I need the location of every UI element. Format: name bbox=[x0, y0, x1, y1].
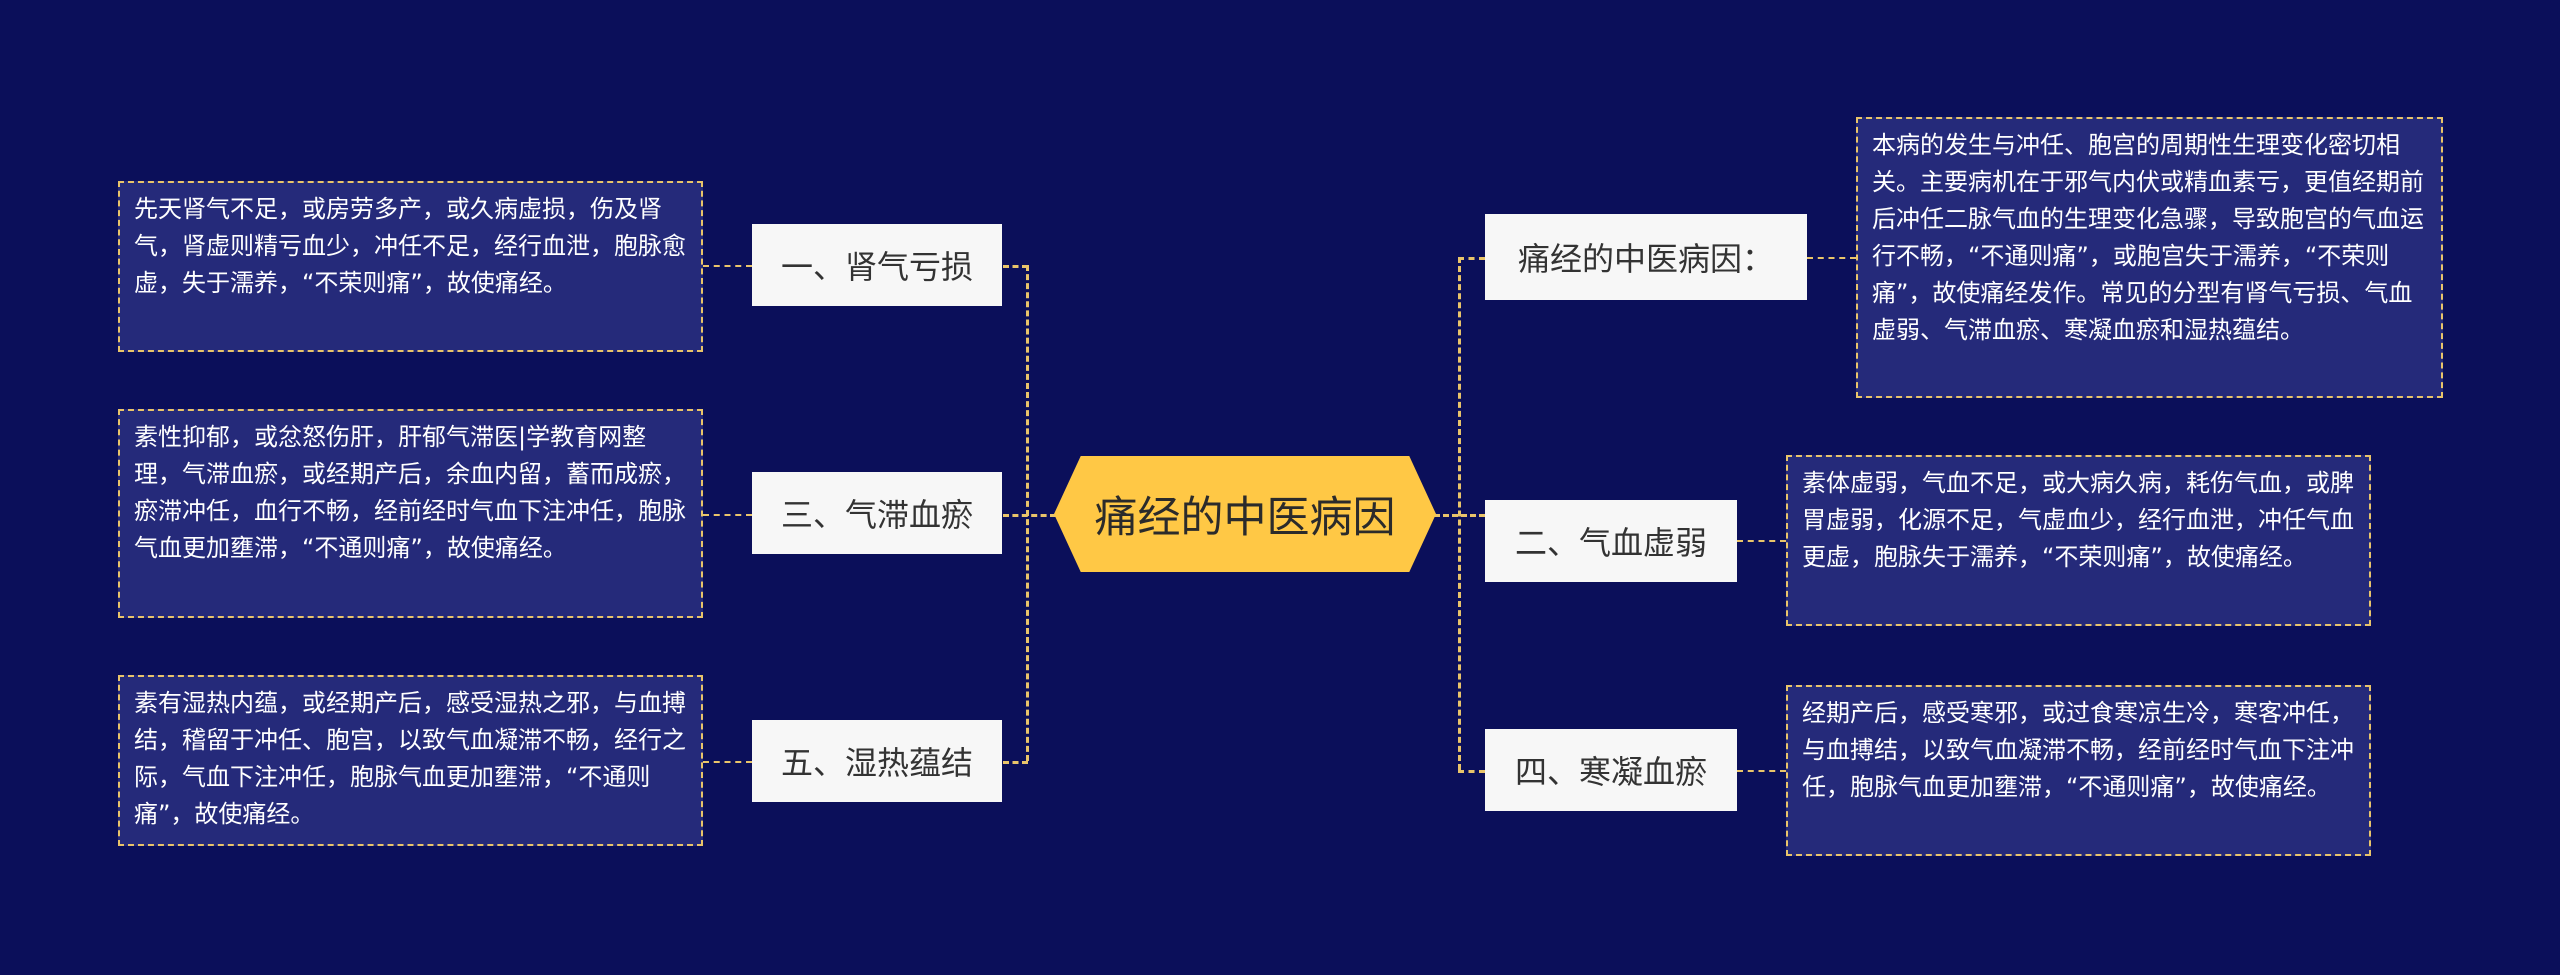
leaf-dysmenorrhea-causes: 本病的发生与冲任、胞宫的周期性生理变化密切相关。主要病机在于邪气内伏或精血素亏，… bbox=[1856, 117, 2443, 398]
branch-qi-stagnation-blood-stasis[interactable]: 三、气滞血瘀 bbox=[752, 472, 1002, 554]
leaf-qi-blood-weakness: 素体虚弱，气血不足，或大病久病，耗伤气血，或脾胃虚弱，化源不足，气虚血少，经行血… bbox=[1786, 455, 2371, 626]
leaf-damp-heat: 素有湿热内蕴，或经期产后，感受湿热之邪，与血搏结，稽留于冲任、胞宫，以致气血凝滞… bbox=[118, 675, 703, 846]
right-spine-connector bbox=[1458, 257, 1461, 770]
leaf-connector-5 bbox=[703, 761, 752, 763]
leaf-connector-4 bbox=[1737, 770, 1786, 772]
left-spine-connector bbox=[1026, 265, 1029, 761]
leaf-cold-blood-stasis: 经期产后，感受寒邪，或过食寒凉生冷，寒客冲任，与血搏结，以致气血凝滞不畅，经前经… bbox=[1786, 685, 2371, 856]
left-bottom-connector bbox=[1003, 761, 1028, 764]
center-topic[interactable]: 痛经的中医病因 bbox=[1054, 456, 1436, 572]
branch-qi-blood-weakness[interactable]: 二、气血虚弱 bbox=[1485, 500, 1737, 582]
left-mid-connector bbox=[1003, 514, 1056, 517]
branch-cold-blood-stasis[interactable]: 四、寒凝血瘀 bbox=[1485, 729, 1737, 811]
left-top-connector bbox=[1003, 265, 1028, 268]
leaf-qi-stagnation-blood-stasis: 素性抑郁，或忿怒伤肝，肝郁气滞医|学教育网整理，气滞血瘀，或经期产后，余血内留，… bbox=[118, 409, 703, 618]
leaf-connector-3 bbox=[703, 514, 752, 516]
right-mid-connector bbox=[1434, 514, 1485, 517]
branch-damp-heat[interactable]: 五、湿热蕴结 bbox=[752, 720, 1002, 802]
leaf-connector-0 bbox=[1807, 257, 1856, 259]
leaf-connector-1 bbox=[703, 265, 752, 267]
leaf-kidney-qi-deficiency: 先天肾气不足，或房劳多产，或久病虚损，伤及肾气，肾虚则精亏血少，冲任不足，经行血… bbox=[118, 181, 703, 352]
right-top-connector bbox=[1458, 257, 1485, 260]
leaf-connector-2 bbox=[1737, 540, 1786, 542]
right-bottom-connector bbox=[1458, 770, 1485, 773]
branch-dysmenorrhea-causes[interactable]: 痛经的中医病因： bbox=[1485, 214, 1807, 300]
branch-kidney-qi-deficiency[interactable]: 一、肾气亏损 bbox=[752, 224, 1002, 306]
